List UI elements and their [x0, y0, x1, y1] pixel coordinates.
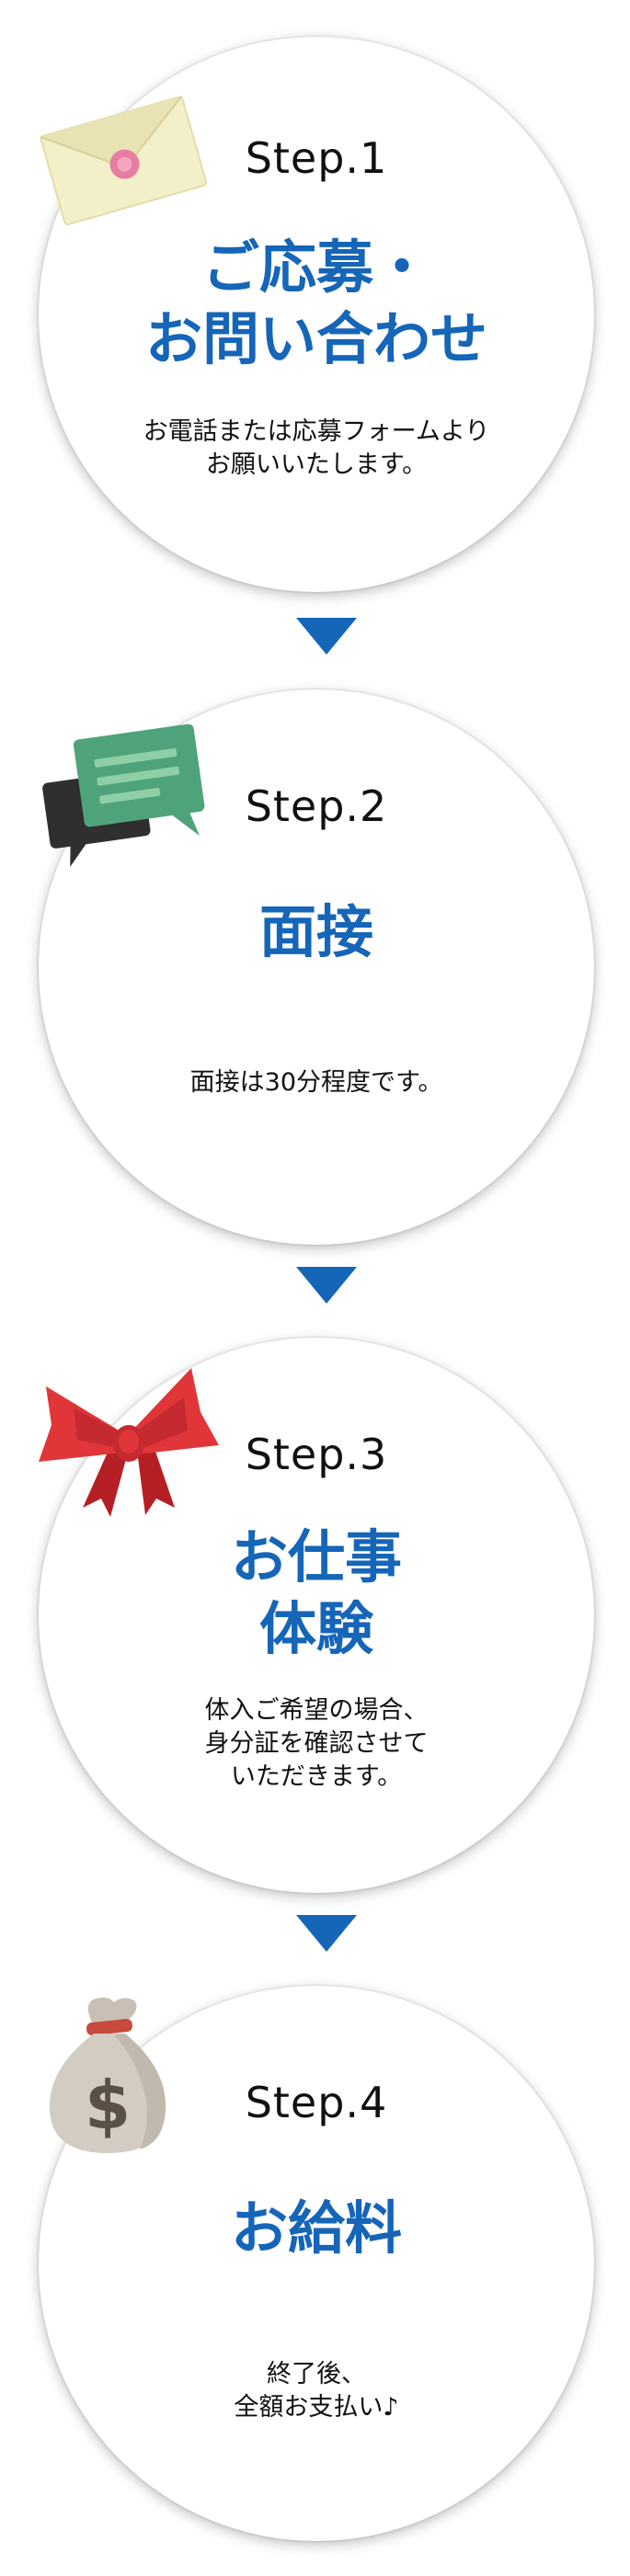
step-4-label: Step.4 [245, 2078, 388, 2127]
step-1-title-line-1: ご応募・ [201, 234, 430, 301]
step-4-desc-line-1: 終了後、 [267, 2360, 366, 2388]
down-arrow-icon [296, 1915, 357, 1952]
chat-bubble-icon [42, 724, 205, 867]
envelope-icon [40, 96, 208, 225]
step-1-desc-line-1: お電話または応募フォームより [143, 417, 490, 446]
step-1-card: Step.1 ご応募・ お問い合わせ お電話または応募フォームより お願いいたし… [39, 37, 594, 592]
step-4-title-line-1: お給料 [230, 2194, 402, 2262]
step-1-title: ご応募・ お問い合わせ [39, 232, 594, 375]
ribbon-bow-icon [39, 1368, 219, 1517]
step-2-description: 面接は30分程度です。 [39, 1066, 594, 1100]
step-3-desc-line-1: 体入ご希望の場合、 [204, 1696, 429, 1725]
step-2-title-line-1: 面接 [258, 898, 373, 965]
down-arrow-icon [296, 618, 357, 655]
step-3-desc-line-3: いただきます。 [230, 1762, 403, 1791]
step-1-title-line-2: お問い合わせ [144, 305, 487, 372]
step-1-description: お電話または応募フォームより お願いいたします。 [39, 416, 594, 482]
step-3-title-line-2: 体験 [258, 1595, 373, 1662]
step-2-title: 面接 [39, 896, 594, 968]
step-3-desc-line-2: 身分証を確認させて [204, 1729, 429, 1758]
step-2-desc-line-1: 面接は30分程度です。 [189, 1068, 443, 1097]
step-1-label: Step.1 [245, 133, 388, 183]
step-3-title: お仕事 体験 [39, 1522, 594, 1665]
step-4-title: お給料 [39, 2193, 594, 2264]
step-2-label: Step.2 [245, 781, 388, 831]
money-bag-icon: $ [49, 1997, 166, 2153]
down-arrow-icon [296, 1267, 357, 1304]
step-1-desc-line-2: お願いいたします。 [205, 450, 428, 479]
step-4-desc-line-2: 全額お支払い♪ [234, 2393, 399, 2422]
svg-text:$: $ [85, 2067, 131, 2144]
step-3-label: Step.3 [245, 1430, 388, 1479]
step-3-description: 体入ご希望の場合、 身分証を確認させて いただきます。 [39, 1694, 594, 1794]
step-3-title-line-1: お仕事 [230, 1523, 402, 1590]
step-4-description: 終了後、 全額お支払い♪ [39, 2358, 594, 2424]
